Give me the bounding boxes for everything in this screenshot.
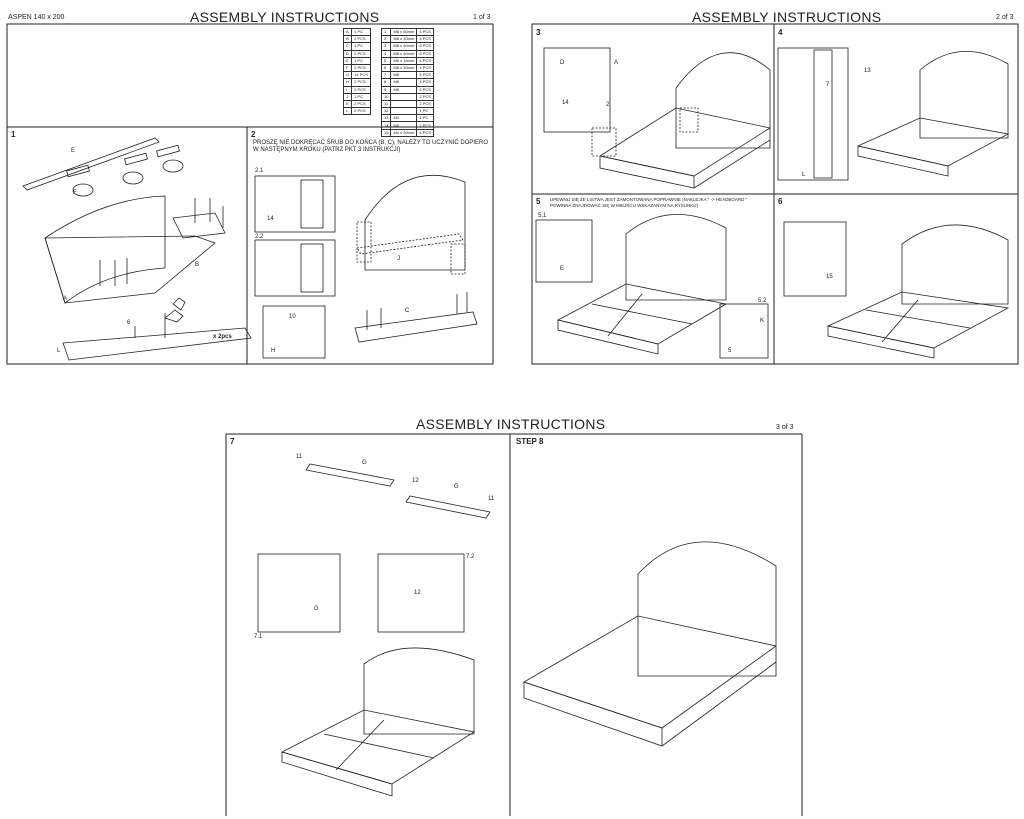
callout-L: L xyxy=(57,348,61,354)
callout-E: E xyxy=(560,266,565,272)
sheet-3-frame xyxy=(225,433,803,816)
step-2-2-label: 2.2 xyxy=(255,234,264,240)
step-6-illustration xyxy=(783,221,1010,359)
callout-G-2: G xyxy=(454,484,459,490)
callout-n11-2: 11 xyxy=(488,496,495,502)
callout-n12-2: 12 xyxy=(414,590,421,596)
step-3-illustration xyxy=(543,47,772,189)
step-7-1-label: 7.1 xyxy=(254,634,263,640)
step-5-illustration xyxy=(535,213,769,359)
callout-B: B xyxy=(195,262,200,268)
callout-H: H xyxy=(271,348,276,354)
step-8-label: STEP 8 xyxy=(516,437,544,446)
callout-n11: 11 xyxy=(296,454,303,460)
callout-n13: 13 xyxy=(864,68,871,74)
callout-G-3: G xyxy=(314,606,319,612)
step-4-illustration xyxy=(777,47,1010,181)
callout-n6: 6 xyxy=(127,320,131,326)
sheet-2-frame xyxy=(531,23,1019,365)
callout-G: G xyxy=(362,460,367,466)
page-number: 1 of 3 xyxy=(473,14,491,21)
page-title: ASSEMBLY INSTRUCTIONS xyxy=(190,9,380,25)
callout-n2: 2 xyxy=(606,102,610,108)
step-5-label: 5 xyxy=(536,197,541,206)
step-2-note: PROSZĘ NIE DOKRĘCAĆ ŚRUB DO KOŃCA (B, C)… xyxy=(253,140,489,153)
callout-n12: 12 xyxy=(412,478,419,484)
callout-L: L xyxy=(802,172,806,178)
step-5-note: UPEWNIJ SIĘ ŻE LISTWA JEST ZAMONTOWANA P… xyxy=(550,197,748,208)
step-4-label: 4 xyxy=(778,28,783,37)
step-2-1-label: 2.1 xyxy=(255,168,264,174)
quantity-label: x 2pcs xyxy=(213,334,232,340)
sheet-page-2: ASSEMBLY INSTRUCTIONS 2 of 3 xyxy=(530,8,1020,368)
callout-F: F xyxy=(73,190,77,196)
callout-K: K xyxy=(760,318,765,324)
model-label: ASPEN 140 x 200 xyxy=(8,14,65,21)
page-title: ASSEMBLY INSTRUCTIONS xyxy=(416,416,606,432)
callout-n15: 15 xyxy=(826,274,833,280)
step-3-label: 3 xyxy=(536,28,541,37)
step-7-illustration xyxy=(257,463,491,797)
page-number: 3 of 3 xyxy=(776,424,794,431)
sheet-page-3: ASSEMBLY INSTRUCTIONS 3 of 3 7 STEP 8 7.… xyxy=(224,414,804,816)
callout-n10: 10 xyxy=(289,314,296,320)
step-2-illustration xyxy=(254,174,478,359)
step-5-2-label: 5.2 xyxy=(758,298,767,304)
callout-C: C xyxy=(405,308,410,314)
callout-n14: 14 xyxy=(562,100,569,106)
callout-n5: 5 xyxy=(728,348,732,354)
step-6-label: 6 xyxy=(778,197,783,206)
step-7-label: 7 xyxy=(230,437,235,446)
callout-J: J xyxy=(397,256,400,262)
step-8-illustration xyxy=(523,541,777,747)
step-2-label: 2 xyxy=(251,130,256,139)
callout-n14: 14 xyxy=(267,216,274,222)
page-number: 2 of 3 xyxy=(996,14,1014,21)
sheet-page-1: ASPEN 140 x 200 ASSEMBLY INSTRUCTIONS 1 … xyxy=(5,8,495,368)
callout-n7: 7 xyxy=(826,82,830,88)
step-7-2-label: 7.2 xyxy=(466,554,475,560)
callout-A: A xyxy=(614,60,619,66)
callout-A: A xyxy=(63,296,68,302)
page-title: ASSEMBLY INSTRUCTIONS xyxy=(692,9,882,25)
step-5-1-label: 5.1 xyxy=(538,213,547,219)
step-1-label: 1 xyxy=(11,130,16,139)
callout-E: E xyxy=(71,148,76,154)
callout-D: D xyxy=(560,60,565,66)
step-1-illustration xyxy=(22,137,252,361)
